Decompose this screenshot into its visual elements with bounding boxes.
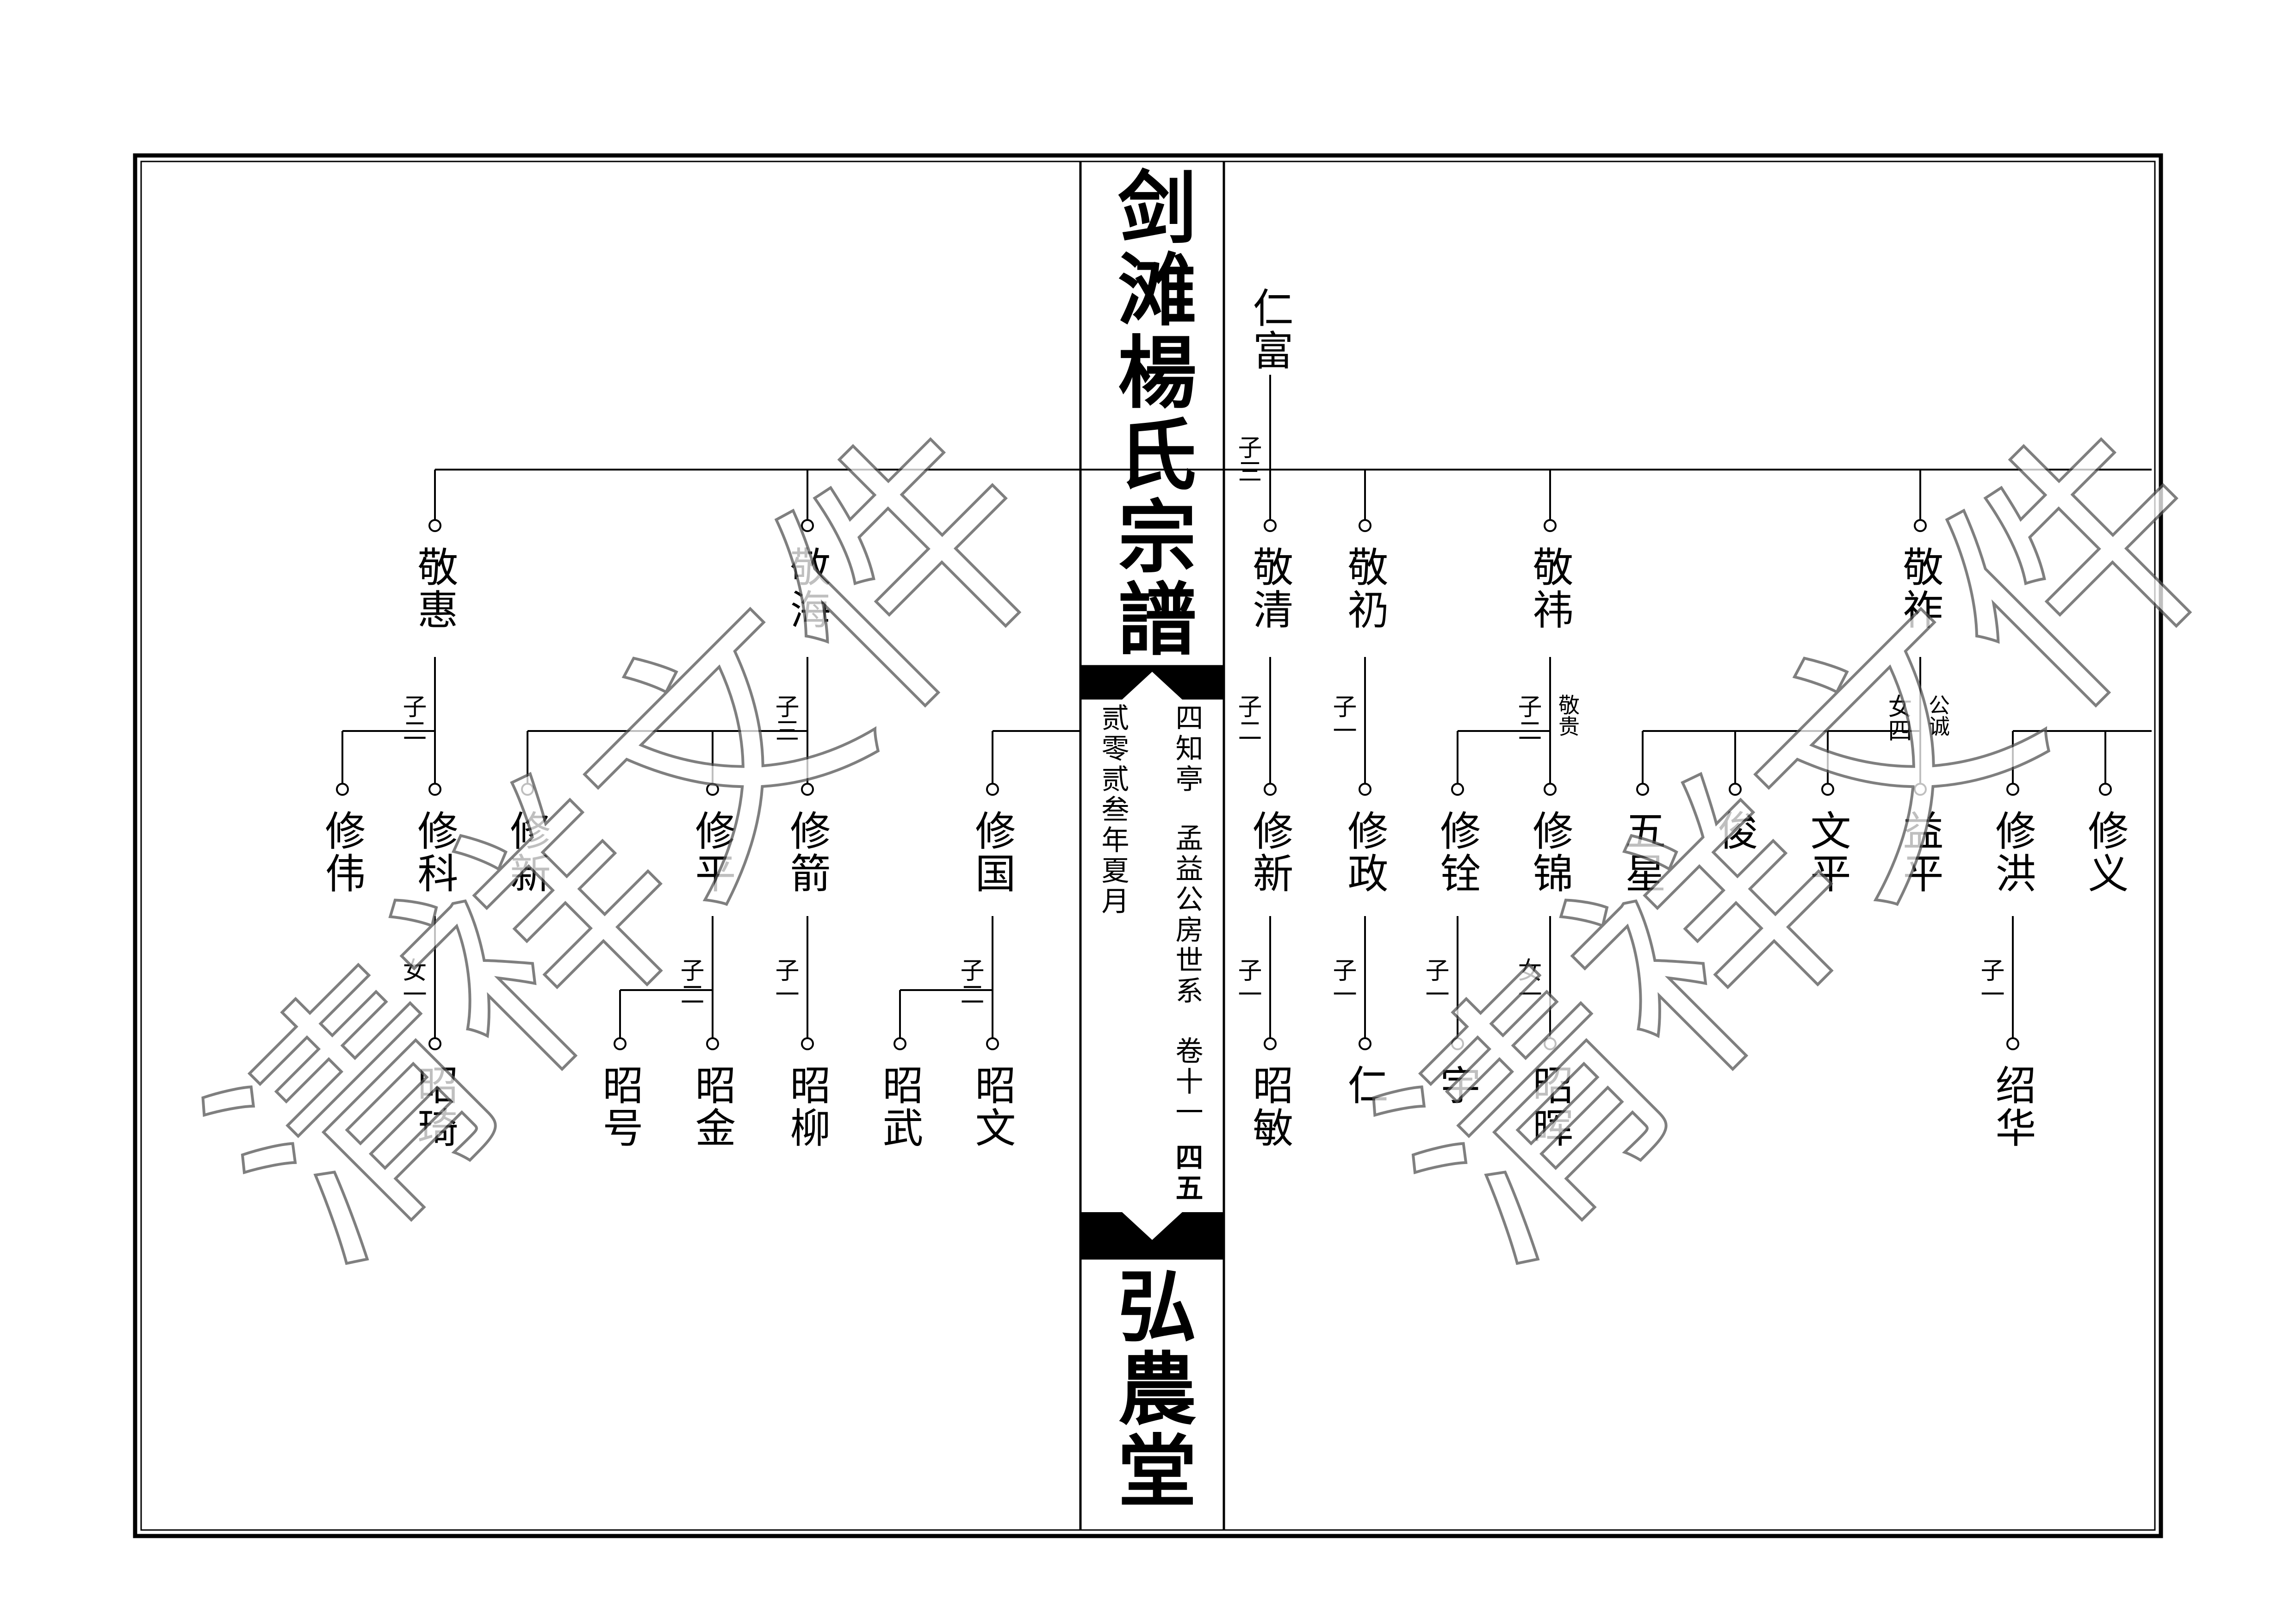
person-name: 修箭 — [783, 810, 831, 895]
node-circle — [1359, 783, 1371, 796]
node-circle — [1264, 519, 1277, 532]
child-count: 女四 — [1884, 694, 1911, 742]
page-number: 四五 — [1171, 1143, 1203, 1204]
person-name: 五星 — [1619, 810, 1666, 895]
child-count: 子二 — [1514, 694, 1541, 742]
person-name: 敬祚 — [1896, 546, 1944, 631]
person-name: 修义 — [2081, 810, 2129, 895]
node-circle — [894, 1037, 906, 1050]
node-circle — [2099, 783, 2112, 796]
person-name: 敬惠 — [411, 546, 459, 631]
alias-note: 敬贵 — [1555, 694, 1580, 737]
person-name: 昭敏 — [1246, 1064, 1294, 1149]
node-circle — [1544, 783, 1557, 796]
edition-date: 贰零贰叁年夏月 — [1097, 703, 1129, 917]
person-name: 修伟 — [318, 810, 366, 895]
person-name: 修新 — [1246, 810, 1294, 895]
node-circle — [1729, 783, 1742, 796]
child-count: 子二 — [1234, 694, 1261, 742]
person-name: 仁 — [1341, 1064, 1389, 1107]
child-count: 子一 — [1328, 694, 1356, 742]
child-count: 子二 — [956, 958, 984, 1006]
person-name: 敬祎 — [1526, 546, 1574, 631]
node-circle — [801, 519, 814, 532]
node-circle — [1544, 1037, 1557, 1050]
node-circle — [1359, 519, 1371, 532]
node-circle — [614, 1037, 627, 1050]
node-circle — [2006, 783, 2019, 796]
person-name: 昭金 — [689, 1064, 736, 1149]
node-circle — [801, 1037, 814, 1050]
node-circle — [1451, 783, 1464, 796]
person-name: 昭柳 — [783, 1064, 831, 1149]
node-circle — [336, 783, 349, 796]
node-circle — [2006, 1037, 2019, 1050]
child-count: 子一 — [1328, 958, 1356, 1006]
person-name: 修洪 — [1989, 810, 2036, 895]
node-circle — [1264, 1037, 1277, 1050]
child-count: 子三 — [1234, 435, 1261, 483]
person-name: 昭琦 — [411, 1064, 459, 1149]
person-name: 昭晖 — [1526, 1064, 1574, 1149]
book-title: 剑滩楊氏宗譜 — [1104, 167, 1196, 661]
person-name: 昭号 — [596, 1064, 644, 1149]
node-circle — [1359, 1037, 1371, 1050]
node-circle — [428, 1037, 441, 1050]
hall-name: 弘農堂 — [1104, 1265, 1196, 1512]
person-name: 修国 — [968, 810, 1016, 895]
person-name: 修政 — [1341, 810, 1389, 895]
person-name: 修新 — [503, 810, 551, 895]
person-name: 昭文 — [968, 1064, 1016, 1149]
person-name: 文平 — [1804, 810, 1851, 895]
ancestor-name: 仁富 — [1246, 287, 1294, 372]
person-name: 宇 — [1433, 1064, 1481, 1107]
child-count: 子一 — [1421, 958, 1449, 1006]
volume-label: 卷十一 — [1171, 1036, 1203, 1128]
node-circle — [428, 519, 441, 532]
person-name: 修平 — [689, 810, 736, 895]
person-name: 绍华 — [1989, 1064, 2036, 1149]
node-circle — [706, 1037, 719, 1050]
place-label: 四知亭 — [1171, 703, 1203, 795]
person-name: 修科 — [411, 810, 459, 895]
child-count: 女一 — [1514, 958, 1541, 1006]
child-count: 子三 — [771, 694, 799, 742]
person-name: 敬礽 — [1341, 546, 1389, 631]
node-circle — [986, 1037, 999, 1050]
node-circle — [521, 783, 534, 796]
person-name: 敬海 — [783, 546, 831, 631]
child-count: 子一 — [771, 958, 799, 1006]
person-name: 俊 — [1711, 810, 1759, 852]
node-circle — [1636, 783, 1649, 796]
alias-note: 公诚 — [1925, 694, 1950, 737]
child-count: 子一 — [1234, 958, 1261, 1006]
child-count: 子一 — [1976, 958, 2004, 1006]
node-circle — [706, 783, 719, 796]
node-circle — [986, 783, 999, 796]
branch-label: 孟益公房世系 — [1171, 824, 1203, 1007]
node-circle — [1914, 783, 1927, 796]
node-circle — [1821, 783, 1834, 796]
node-circle — [428, 783, 441, 796]
child-count: 子二 — [676, 958, 704, 1006]
node-circle — [801, 783, 814, 796]
child-count: 子二 — [398, 694, 426, 742]
person-name: 修锦 — [1526, 810, 1574, 895]
node-circle — [1914, 519, 1927, 532]
person-name: 修铨 — [1433, 810, 1481, 895]
person-name: 昭武 — [876, 1064, 924, 1149]
node-circle — [1264, 783, 1277, 796]
person-name: 益平 — [1896, 810, 1944, 895]
node-circle — [1451, 1037, 1464, 1050]
person-name: 敬清 — [1246, 546, 1294, 631]
node-circle — [1544, 519, 1557, 532]
child-count: 女一 — [398, 958, 426, 1006]
